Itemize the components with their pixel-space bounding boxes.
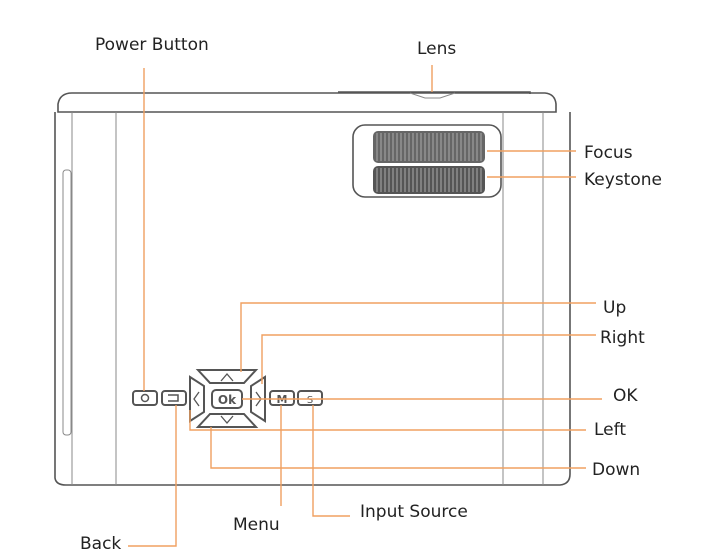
label-ok: OK (613, 386, 638, 406)
leader-lines (128, 65, 602, 547)
down-button[interactable] (195, 413, 259, 428)
menu-button[interactable] (269, 390, 295, 406)
left-button[interactable] (189, 375, 205, 423)
label-right: Right (600, 328, 645, 348)
left-arrow-icon (193, 391, 200, 407)
label-down: Down (592, 460, 640, 480)
down-arrow-icon (220, 415, 234, 424)
label-input-source: Input Source (360, 502, 468, 522)
label-focus: Focus (584, 143, 633, 163)
callout-labels: Power Button Lens Focus Keystone Up Righ… (80, 35, 662, 554)
label-up: Up (603, 298, 626, 318)
back-button[interactable] (161, 390, 187, 406)
up-arrow-icon (220, 373, 234, 382)
label-menu: Menu (233, 515, 280, 535)
power-button[interactable] (132, 390, 158, 406)
label-back: Back (80, 534, 121, 554)
label-power-button: Power Button (95, 35, 209, 55)
label-left: Left (594, 420, 626, 440)
source-button-label: S (307, 395, 313, 406)
back-icon (168, 394, 179, 402)
ok-button-label: Ok (218, 393, 237, 407)
lens-housing (352, 124, 502, 198)
label-lens: Lens (417, 39, 456, 59)
power-icon (140, 393, 150, 403)
up-button[interactable] (195, 369, 259, 384)
source-button[interactable] (297, 390, 323, 406)
label-keystone: Keystone (584, 170, 662, 190)
